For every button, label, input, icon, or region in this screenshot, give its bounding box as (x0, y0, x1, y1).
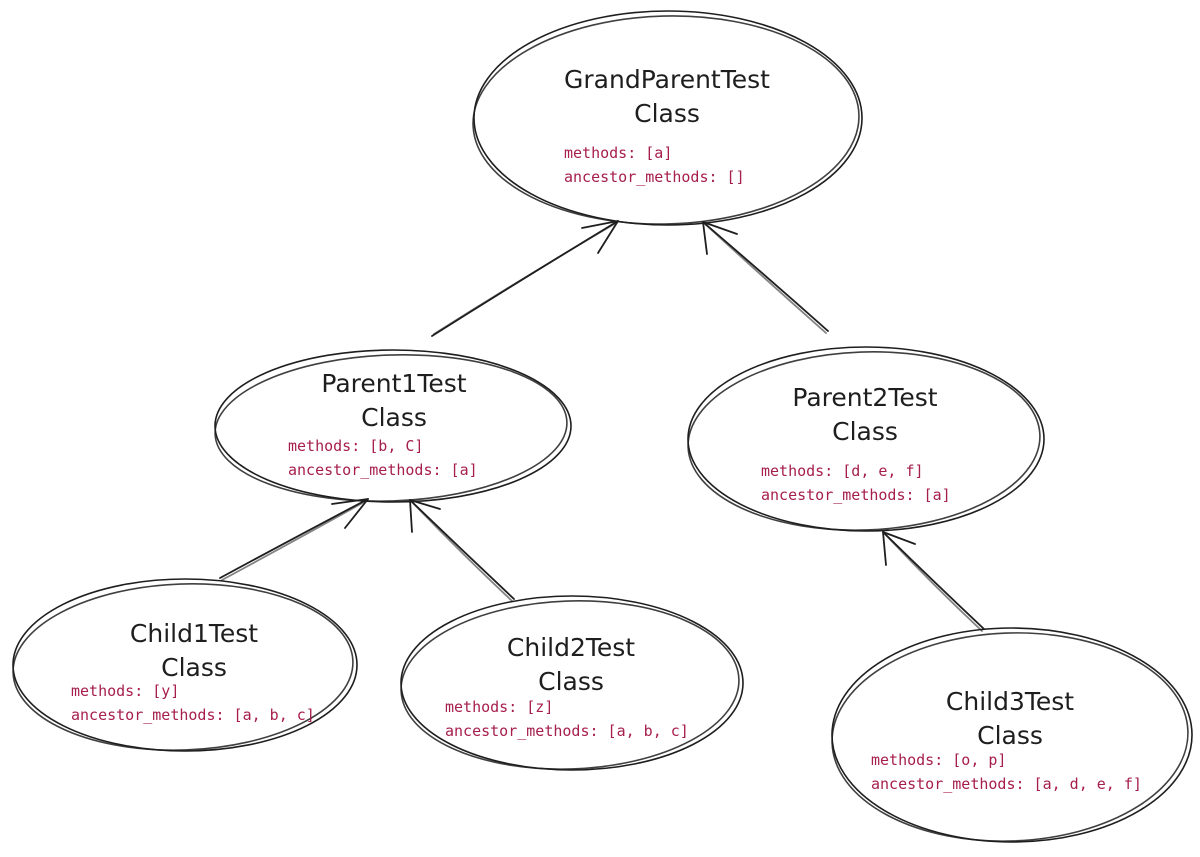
node-title-line2: Class (977, 721, 1043, 750)
node-methods: methods: [y] (71, 682, 179, 700)
node-ancestor-methods: ancestor_methods: [] (564, 168, 745, 186)
node-title-line2: Class (361, 403, 427, 432)
node-ancestor-methods: ancestor_methods: [a] (288, 461, 478, 479)
node-title-line2: Class (634, 99, 700, 128)
node-ancestor-methods: ancestor_methods: [a, b, c] (445, 722, 689, 740)
node-ancestor-methods: ancestor_methods: [a] (761, 486, 951, 504)
node-methods: methods: [b, C] (288, 437, 423, 455)
node-parent2[interactable]: Parent2Test Class methods: [d, e, f] anc… (685, 346, 1045, 536)
edge-parent2-to-grandparent (702, 221, 829, 334)
edge-parent1-to-grandparent (431, 220, 619, 337)
node-title-line1: Child1Test (130, 619, 258, 648)
node-title-line1: Child2Test (507, 633, 635, 662)
node-title-line2: Class (538, 667, 604, 696)
node-grandparent[interactable]: GrandParentTest Class methods: [a] ances… (470, 10, 863, 229)
node-title-line1: Parent2Test (792, 383, 937, 412)
node-title-line1: GrandParentTest (564, 65, 770, 94)
node-outline (12, 578, 358, 752)
node-outline (472, 10, 863, 226)
node-title-line1: Child3Test (946, 687, 1074, 716)
edge-child2-to-parent1 (409, 499, 515, 602)
node-outline (214, 349, 572, 503)
node-parent1[interactable]: Parent1Test Class methods: [b, C] ancest… (213, 349, 572, 507)
node-ancestor-methods: ancestor_methods: [a, b, c] (71, 706, 315, 724)
node-child3[interactable]: Child3Test Class methods: [o, p] ancesto… (828, 627, 1193, 847)
node-title-line2: Class (832, 417, 898, 446)
node-methods: methods: [z] (445, 698, 553, 716)
edges (219, 220, 985, 632)
node-title-line1: Parent1Test (321, 369, 466, 398)
edge-child1-to-parent1 (219, 498, 369, 581)
node-title-line2: Class (161, 653, 227, 682)
node-outline (400, 595, 744, 771)
node-methods: methods: [d, e, f] (761, 462, 924, 480)
node-ancestor-methods: ancestor_methods: [a, d, e, f] (871, 775, 1142, 793)
node-outline (687, 346, 1045, 532)
node-child2[interactable]: Child2Test Class methods: [z] ancestor_m… (398, 595, 744, 775)
node-outline (831, 627, 1193, 843)
node-child1[interactable]: Child1Test Class methods: [y] ancestor_m… (10, 578, 358, 756)
edge-child3-to-parent2 (882, 531, 985, 632)
node-methods: methods: [a] (564, 144, 672, 162)
node-methods: methods: [o, p] (871, 751, 1006, 769)
